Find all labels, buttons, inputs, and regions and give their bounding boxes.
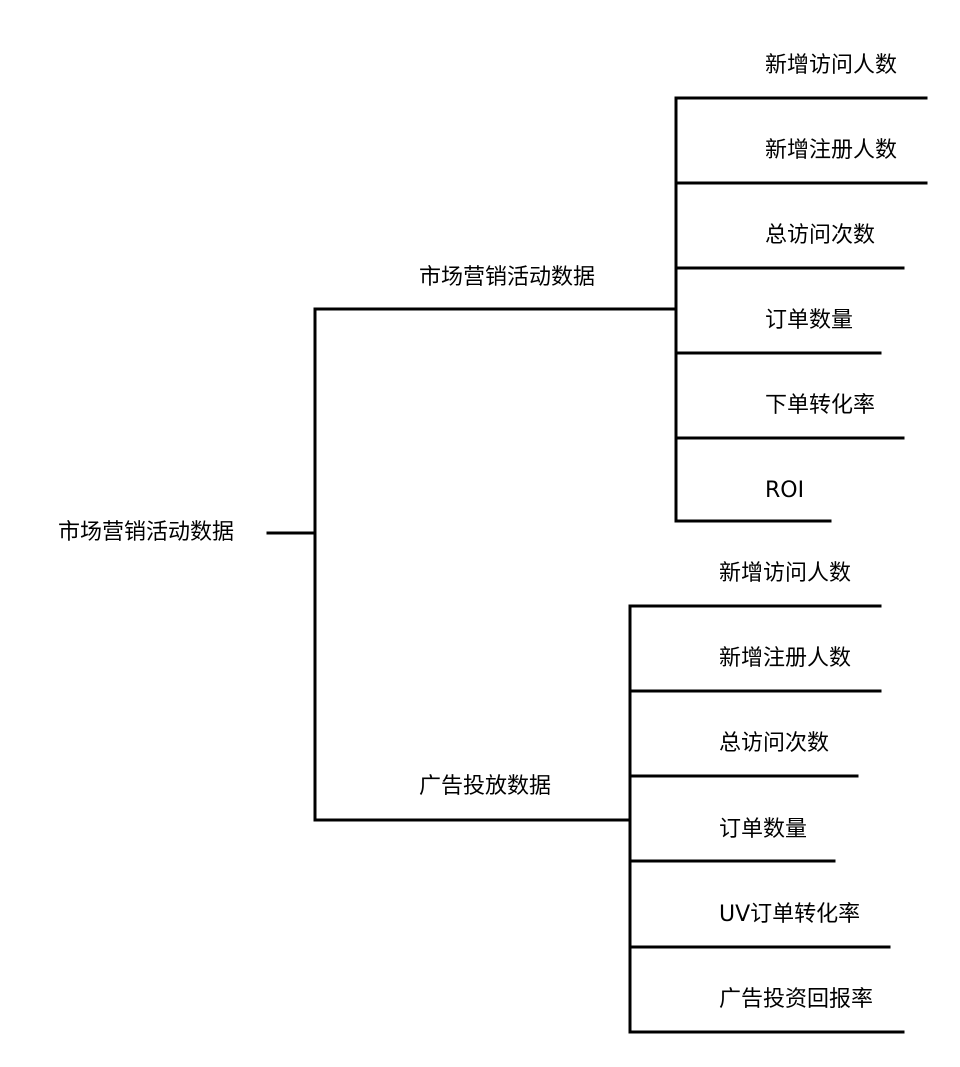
branch-2-leaf-3: 总访问次数 [719,731,830,756]
branch-2-leaf-2: 新增注册人数 [719,646,852,671]
branch-2-leaf-4: 订单数量 [719,817,808,842]
branch-2-leaf-6: 广告投资回报率 [719,987,874,1012]
branch-2-label: 广告投放数据 [419,774,552,799]
branch-1-leaf-3: 总访问次数 [765,223,876,248]
branch-1-leaf-1: 新增访问人数 [765,53,898,78]
root-label: 市场营销活动数据 [58,520,235,545]
branch-2-leaf-5: UV订单转化率 [719,902,861,927]
branch-1-leaf-6: ROI [765,478,805,503]
branch-1-leaf-5: 下单转化率 [765,393,876,418]
branch-1-leaf-4: 订单数量 [765,308,854,333]
branch-1-label: 市场营销活动数据 [419,265,596,290]
branch-2-leaf-1: 新增访问人数 [719,561,852,586]
branch-1-leaf-2: 新增注册人数 [765,138,898,163]
